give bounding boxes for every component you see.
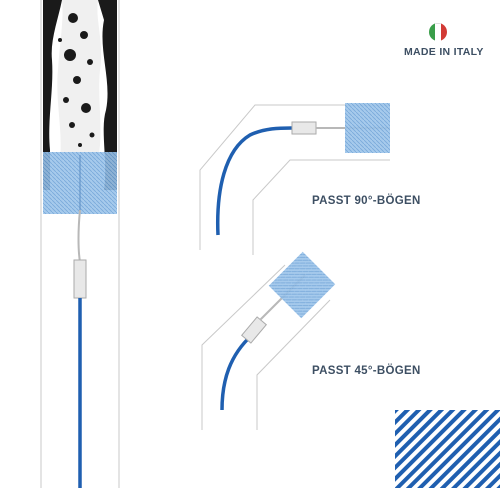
elbow-90-pipe (199, 104, 390, 255)
straight-pipe (40, 0, 120, 488)
flag-green (429, 23, 435, 41)
brush-head-45 (220, 251, 336, 411)
flag-white (435, 23, 441, 41)
flag-red (441, 23, 447, 41)
italy-flag-icon (429, 23, 447, 41)
pipe-clog (43, 0, 117, 190)
cable-left (73, 209, 87, 488)
elbow-45-pipe (201, 264, 331, 430)
fits-90-bends-label: PASST 90°-BÖGEN (312, 195, 421, 207)
stripe-pattern (395, 410, 500, 488)
made-in-italy-badge: MADE IN ITALY (404, 46, 484, 58)
fits-45-bends-label: PASST 45°-BÖGEN (312, 365, 421, 377)
brush-head-90 (215, 103, 390, 236)
brush-head-left (43, 152, 117, 214)
